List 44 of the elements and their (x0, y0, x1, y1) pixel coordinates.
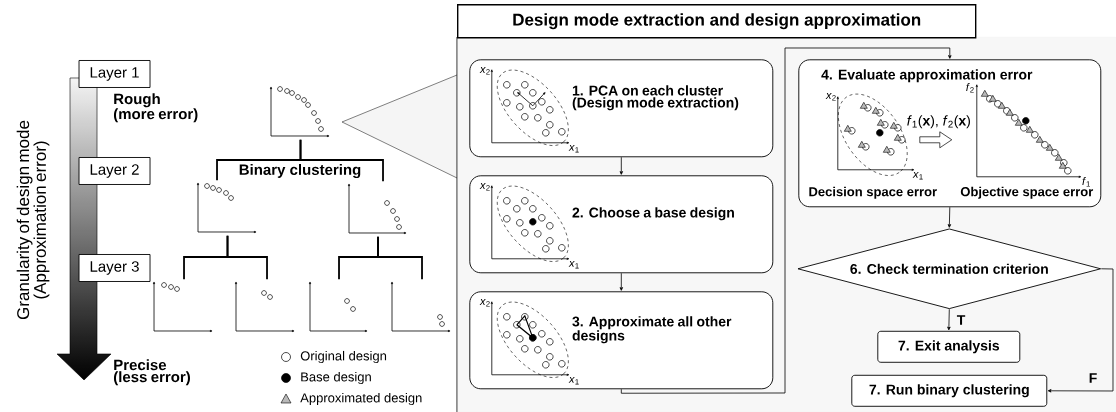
axis-label: x$_{2}$ (479, 67, 490, 75)
bracket-line (377, 235, 423, 281)
process-box: 7. Exit analysis (877, 330, 1021, 363)
scatter-plot-drawing (234, 281, 295, 333)
axis-label: f$_{2}$ (966, 83, 974, 93)
formula-label: f$_{1}$(x), f$_{2}$(x) (907, 115, 970, 129)
arrow (947, 308, 951, 331)
axis-label: x$_{1}$ (568, 261, 579, 269)
scatter-plot-drawing (269, 86, 330, 138)
legend-label: Original design (300, 350, 387, 364)
scatter-plot-drawing (308, 281, 368, 333)
edge-label: T (955, 314, 967, 326)
axis-label: x$_{2}$ (479, 183, 490, 191)
arrow (947, 206, 952, 228)
scatter-plot-drawing (152, 281, 213, 333)
layer-box: Layer 1 (78, 60, 151, 88)
layer-box: Layer 2 (78, 157, 151, 185)
scatter-plot-drawing (196, 182, 257, 234)
layer-box: Layer 3 (78, 254, 151, 282)
axis-label: f$_{1}$ (1082, 177, 1090, 187)
arrow (619, 156, 623, 175)
legend-label: Approximated design (300, 392, 422, 406)
bracket-line (226, 234, 268, 281)
axis-label: x$_{2}$ (479, 299, 490, 307)
process-box: 7. Run binary clustering (851, 374, 1048, 407)
plot-caption: Decision space error (809, 186, 937, 199)
bracket-line (299, 138, 384, 183)
arrow (620, 47, 952, 394)
axis-label: x$_{1}$ (568, 377, 579, 385)
annotation-text: Precise (less error) (113, 359, 190, 386)
axis-title: Granularity of design mode (Approximation error) (16, 120, 50, 320)
edge-label: F (1087, 372, 1099, 384)
scatter-plot-drawing (390, 281, 451, 333)
axis-label: x$_{1}$ (568, 145, 579, 153)
axis-label: x$_{1}$ (912, 172, 923, 180)
plot-caption: Objective space error (960, 186, 1094, 199)
annotation-text: Rough (more error) (113, 93, 198, 123)
axis-label: x$_{2}$ (825, 93, 836, 101)
legend-label: Base design (301, 371, 371, 385)
arrow (1047, 268, 1114, 393)
bracket-label: Binary clustering (239, 163, 361, 178)
node-label: Design mode extraction and design approximation (513, 13, 921, 30)
scatter-plot-drawing (347, 183, 407, 235)
arrow (619, 272, 623, 291)
